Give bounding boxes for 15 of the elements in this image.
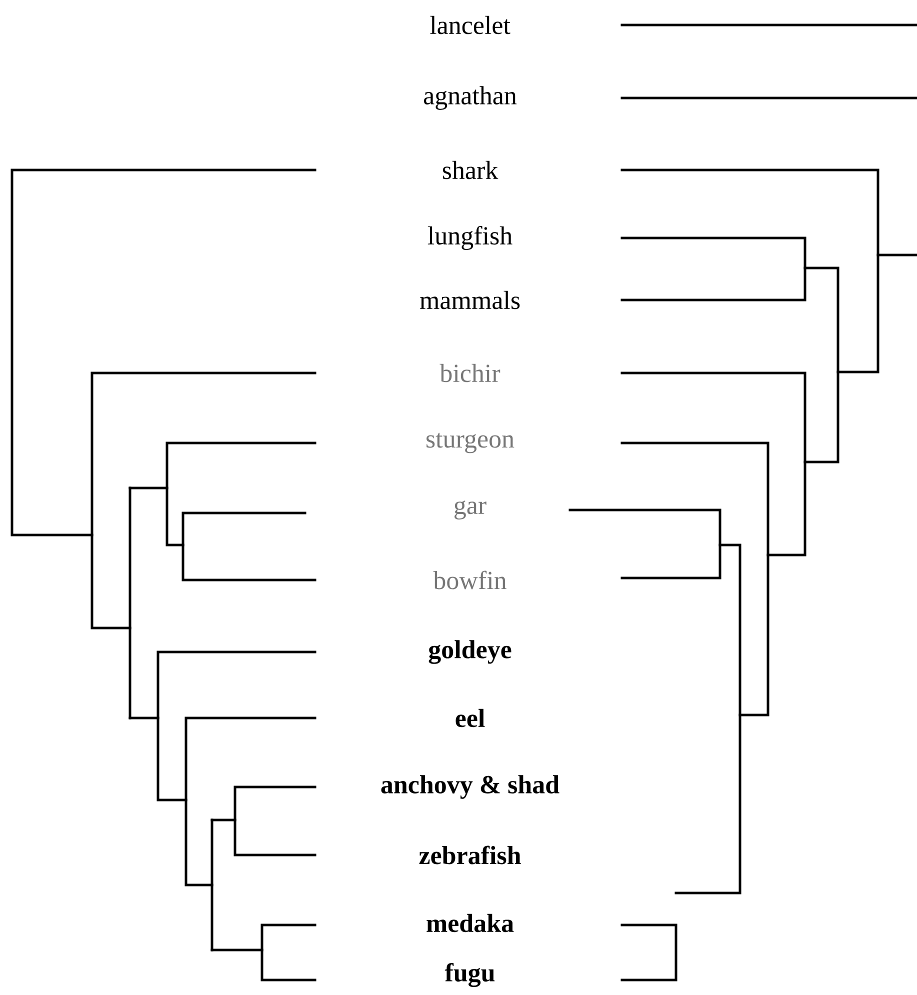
taxon-label: bowfin	[433, 570, 506, 590]
taxon-label: anchovy & shad	[381, 775, 560, 799]
taxon-label: lancelet	[430, 16, 510, 34]
taxon-label: agnathan	[424, 86, 517, 110]
taxon-label: fugu	[444, 962, 495, 988]
taxon-label: bichir	[440, 364, 500, 382]
taxon-label: gar	[454, 500, 486, 520]
taxon-label: shark	[442, 160, 498, 180]
taxon-label: zebrafish	[419, 846, 521, 864]
taxon-label: lungfish	[428, 226, 512, 250]
taxon-label: eel	[456, 708, 485, 728]
taxon-label: sturgeon	[426, 432, 514, 454]
taxon-label: medaka	[426, 914, 514, 932]
taxon-label: mammals	[420, 290, 520, 310]
taxon-label: goldeye	[428, 640, 512, 664]
